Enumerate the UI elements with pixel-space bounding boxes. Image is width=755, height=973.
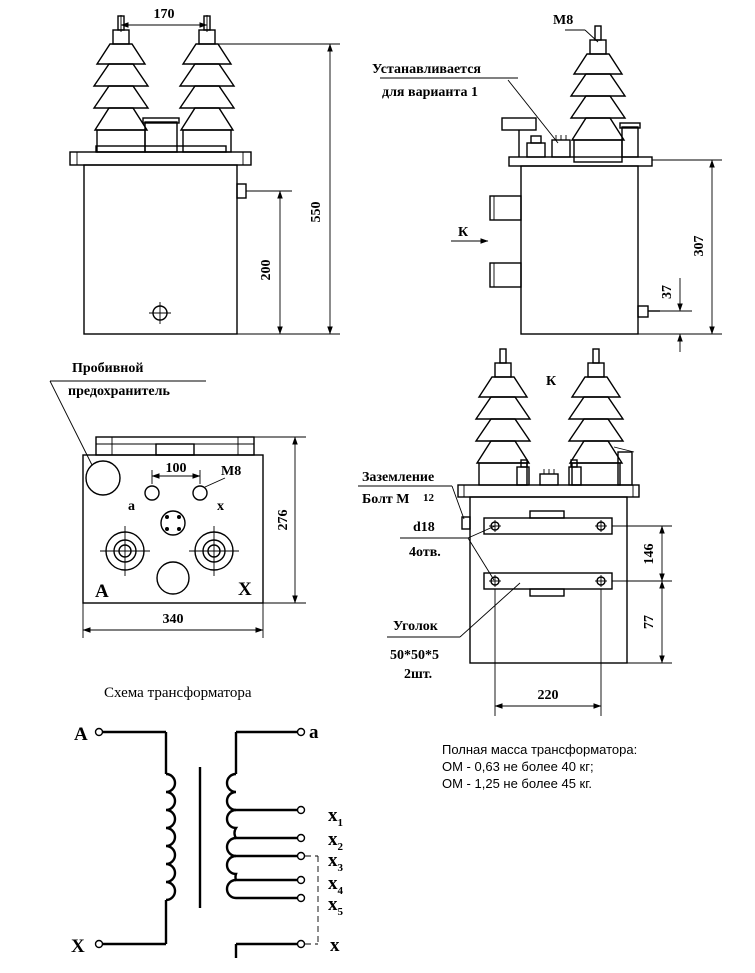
schema-x: x [330, 935, 340, 956]
side-view: К M8 Устанавливается для варианта 1 307 … [372, 13, 722, 352]
schema-A: A [74, 724, 88, 745]
angle-qty: 2шт. [404, 667, 432, 682]
bracket-upper [489, 195, 522, 221]
plan-label-x: x [217, 499, 224, 514]
install-note-line1: Устанавливается [372, 62, 481, 77]
mass-note: Полная масса трансформатора: ОМ - 0,63 н… [442, 742, 637, 791]
install-note-line2: для варианта 1 [382, 85, 478, 100]
side-flange [508, 156, 653, 167]
schema-X: X [71, 936, 85, 957]
dim-77: 77 [642, 615, 657, 629]
front-flange [69, 151, 252, 166]
view-k-left: К [458, 225, 469, 240]
dim-340: 340 [163, 612, 184, 627]
front-tank [83, 164, 238, 335]
plan-label-a: a [128, 499, 135, 514]
schema-x3: x3 [328, 850, 344, 874]
fuse-circle [85, 460, 121, 496]
bracket-lower [489, 262, 522, 288]
angle-size: 50*50*5 [390, 648, 439, 663]
fuse-label-line1: Пробивной [72, 361, 143, 376]
thread-m8-side: M8 [553, 13, 573, 28]
view-k-title: К [546, 374, 557, 389]
schema-x4: x4 [328, 873, 344, 897]
schema-x5: x5 [328, 894, 344, 918]
dim-146: 146 [642, 544, 657, 565]
k-bracket-lower [483, 572, 613, 590]
angle-name: Уголок [393, 619, 439, 634]
schema-a: a [309, 722, 319, 743]
ground-label-thread: 12 [423, 492, 435, 504]
hole-diameter: d18 [413, 520, 435, 535]
ground-label-line1: Заземление [362, 470, 434, 485]
plan-label-X: X [238, 579, 252, 600]
side-bolt [236, 183, 247, 199]
mass-note-line2: ОМ - 0,63 не более 40 кг; [442, 759, 594, 774]
thread-m8-plan: M8 [221, 464, 241, 479]
schema-x2: x2 [328, 829, 344, 853]
view-k: К Заземлени [358, 348, 672, 716]
mass-note-line3: ОМ - 1,25 не более 45 кг. [442, 776, 592, 791]
dim-200: 200 [259, 260, 274, 281]
dim-37: 37 [660, 285, 675, 299]
dim-220: 220 [538, 688, 559, 703]
dim-307: 307 [692, 236, 707, 257]
mass-note-line1: Полная масса трансформатора: [442, 742, 637, 757]
dim-100: 100 [166, 461, 187, 476]
side-tank [520, 165, 639, 335]
fuse-label-line2: предохранитель [68, 384, 170, 399]
dim-170: 170 [154, 7, 175, 22]
ground-bolt [461, 516, 471, 530]
k-bracket-upper [483, 517, 613, 535]
ground-label-line2: Болт М [362, 492, 410, 507]
dim-276: 276 [276, 510, 291, 531]
front-box [144, 121, 178, 153]
hole-count: 4отв. [409, 545, 441, 560]
plan-label-A: A [95, 581, 109, 602]
transformer-schematic: Схема трансформатора A X a [71, 685, 344, 958]
plan-view: 100 M8 a x A X Пробивной предохранитель … [49, 361, 306, 638]
schema-x1: x1 [328, 805, 343, 829]
dim-550: 550 [309, 202, 324, 223]
schema-title: Схема трансформатора [104, 685, 252, 701]
front-view: 170 550 200 [69, 7, 340, 335]
